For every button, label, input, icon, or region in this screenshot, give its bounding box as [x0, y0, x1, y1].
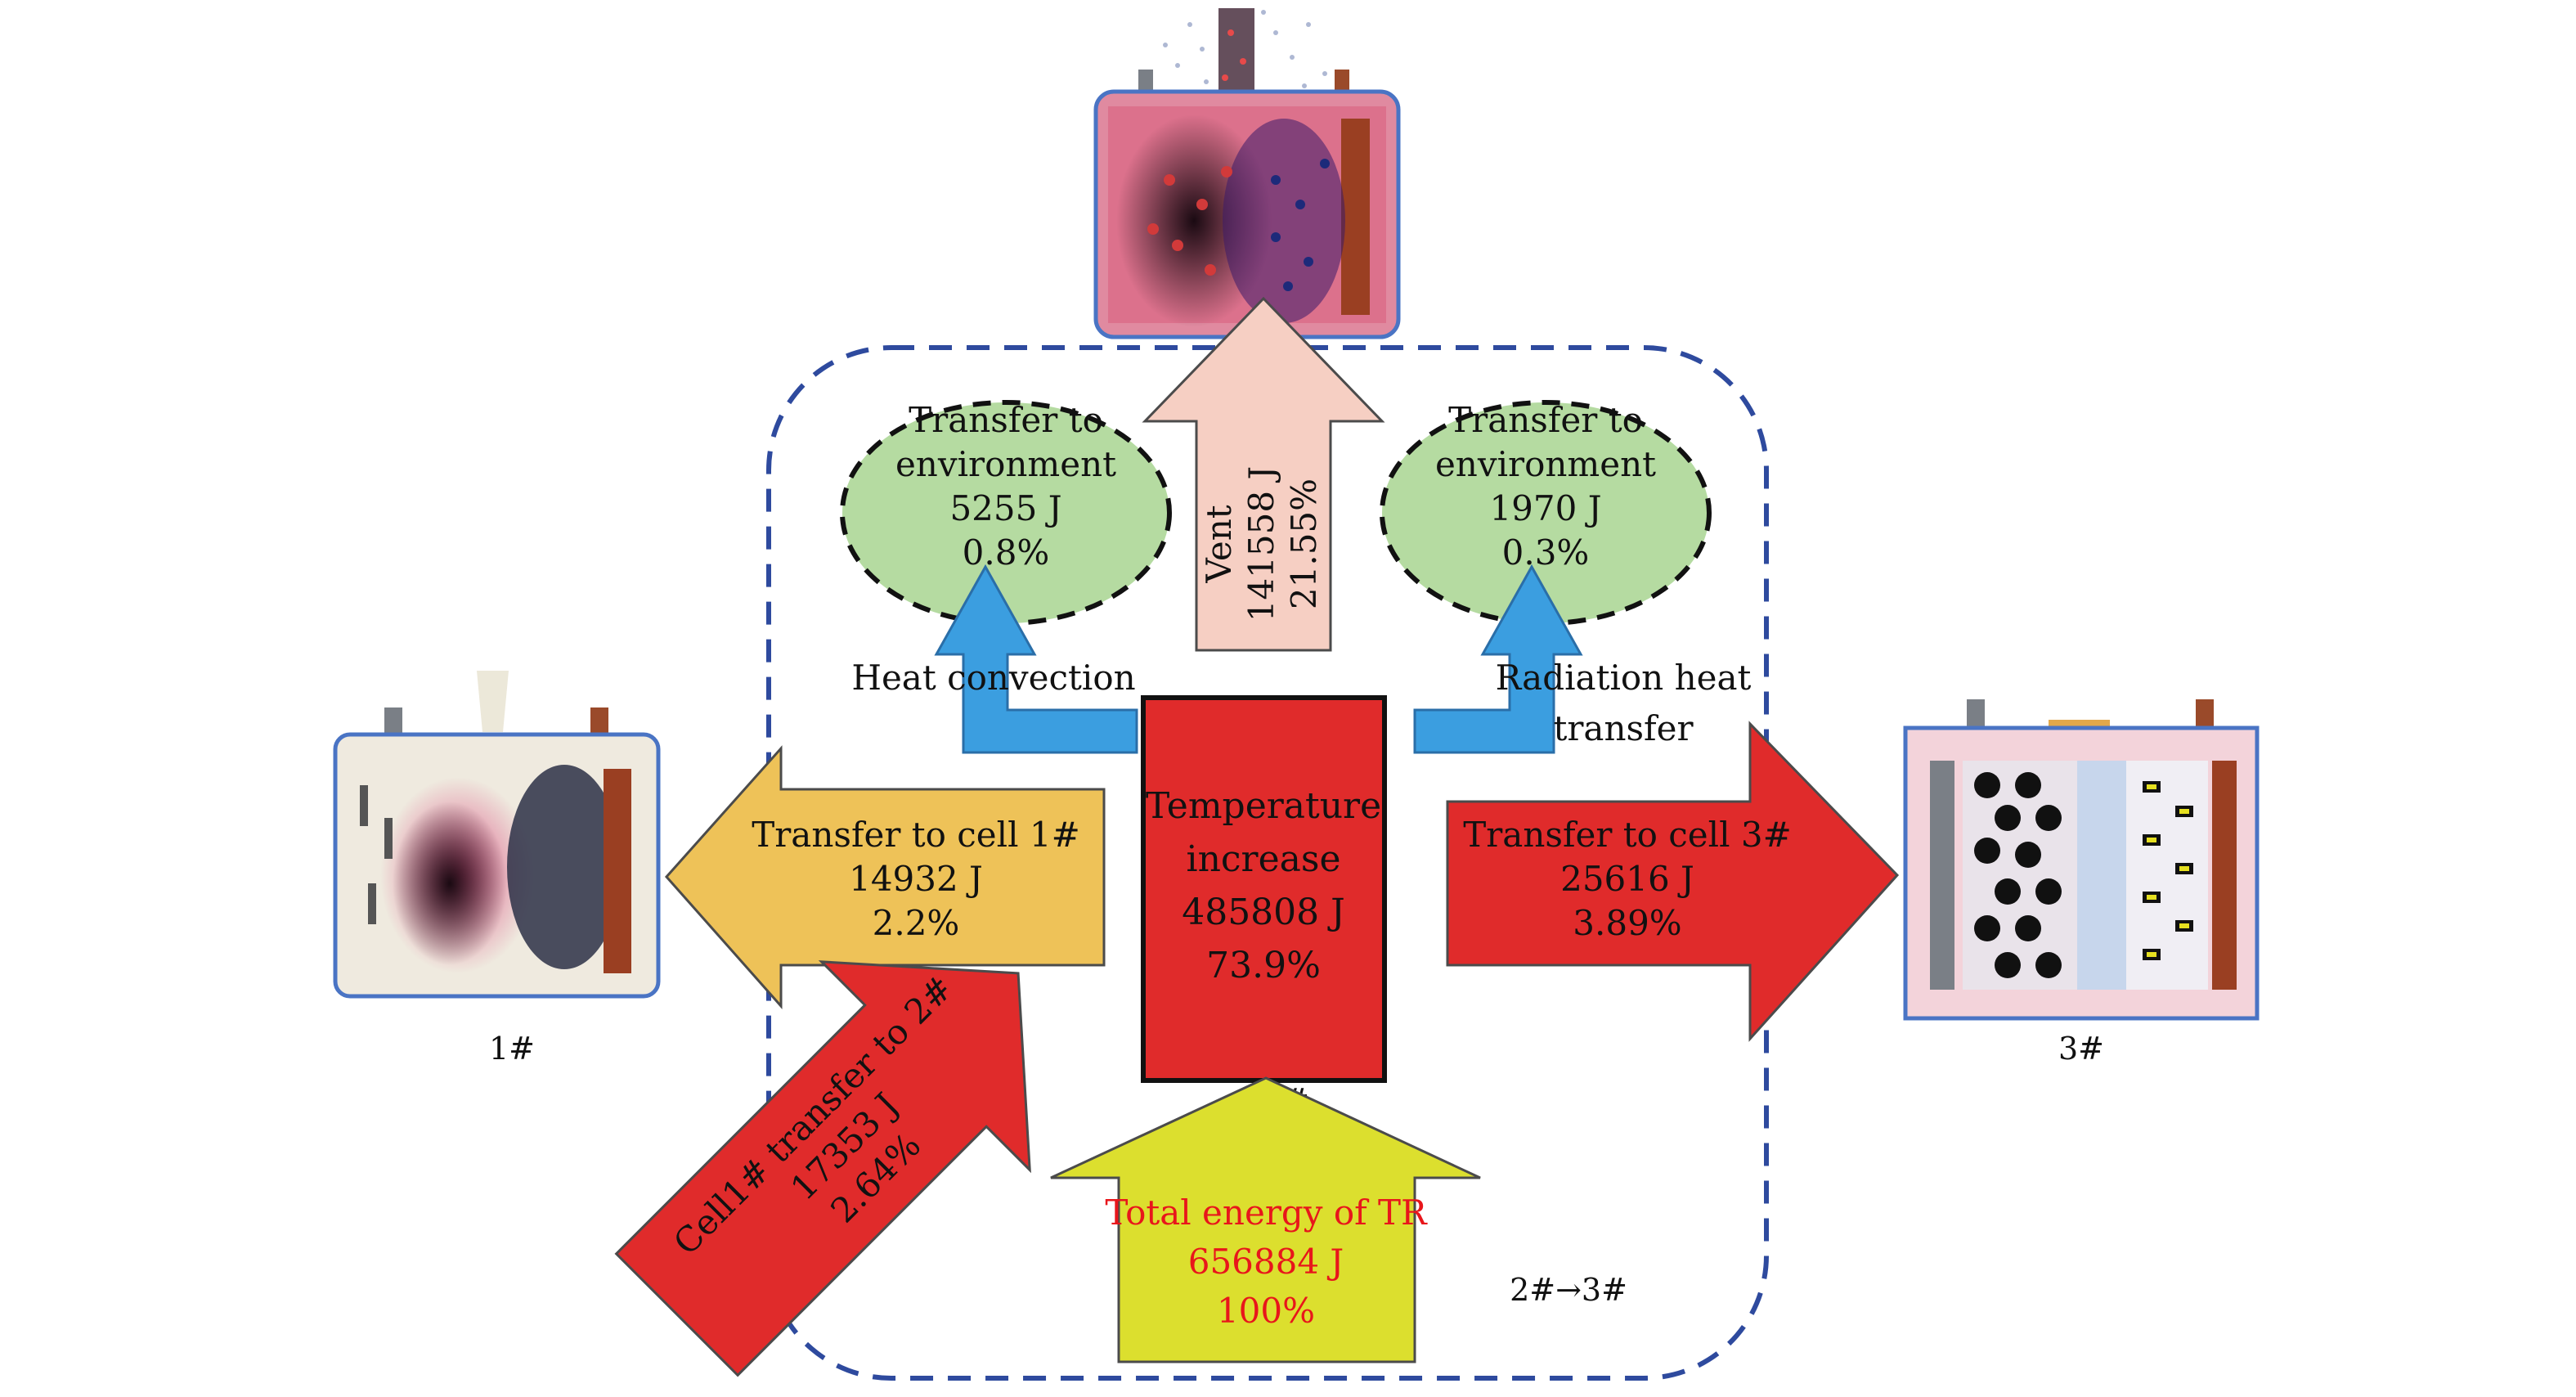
vent-title: Vent	[1199, 505, 1239, 583]
temperature-increase-box	[1141, 695, 1387, 1083]
to-cell3-percent: 3.89%	[1573, 903, 1681, 943]
vent-label-group: Vent 141558 J 21.55%	[1199, 466, 1324, 622]
env-right-energy: 1970 J	[1489, 488, 1601, 528]
center-line2: increase	[1187, 838, 1341, 880]
cell1-transfer-to-2-arrow	[614, 960, 1031, 1377]
env-left-percent: 0.8%	[963, 532, 1050, 573]
heat-convection-arrow	[934, 564, 1138, 754]
vent-arrow	[1142, 296, 1385, 652]
cell-3-label: 3#	[2058, 1031, 2104, 1067]
env-left-line2: environment	[895, 444, 1116, 484]
to-cell3-title: Transfer to cell 3#	[1463, 815, 1792, 855]
heat-convection-label: Heat convection	[851, 658, 1135, 698]
transfer-to-cell3-arrow	[1446, 721, 1900, 1042]
center-line1: Temperature	[1146, 785, 1381, 827]
total-title: Total energy of TR	[1105, 1193, 1428, 1233]
cell-2-top-illustration	[1093, 8, 1401, 339]
cell-1-illustration	[333, 671, 661, 999]
to-cell1-title: Transfer to cell 1#	[752, 815, 1080, 855]
total-energy: 656884 J	[1188, 1242, 1344, 1282]
radiation-label-line2: transfer	[1553, 708, 1694, 748]
to-cell3-energy: 25616 J	[1560, 859, 1694, 899]
to-cell1-percent: 2.2%	[873, 903, 960, 943]
radiation-label-line1: Radiation heat	[1496, 658, 1752, 698]
radiation-arrow	[1413, 564, 1583, 754]
cell-1-label: 1#	[489, 1031, 535, 1067]
env-right-line2: environment	[1435, 444, 1656, 484]
direction-label: 2#→3#	[1510, 1272, 1627, 1308]
center-percent: 73.9%	[1206, 945, 1321, 986]
to-cell1-energy: 14932 J	[849, 859, 983, 899]
center-energy: 485808 J	[1182, 892, 1345, 933]
env-right-percent: 0.3%	[1502, 532, 1590, 573]
env-left-energy: 5255 J	[949, 488, 1061, 528]
env-left-line1: Transfer to	[909, 400, 1103, 440]
total-energy-arrow	[1050, 1076, 1481, 1363]
env-right-line1: Transfer to	[1448, 400, 1643, 440]
cell-3-illustration	[1903, 699, 2260, 1021]
vent-percent: 21.55%	[1284, 478, 1324, 609]
transfer-to-cell1-arrow	[664, 745, 1106, 1009]
total-percent: 100%	[1217, 1291, 1315, 1331]
vent-energy: 141558 J	[1241, 466, 1281, 622]
